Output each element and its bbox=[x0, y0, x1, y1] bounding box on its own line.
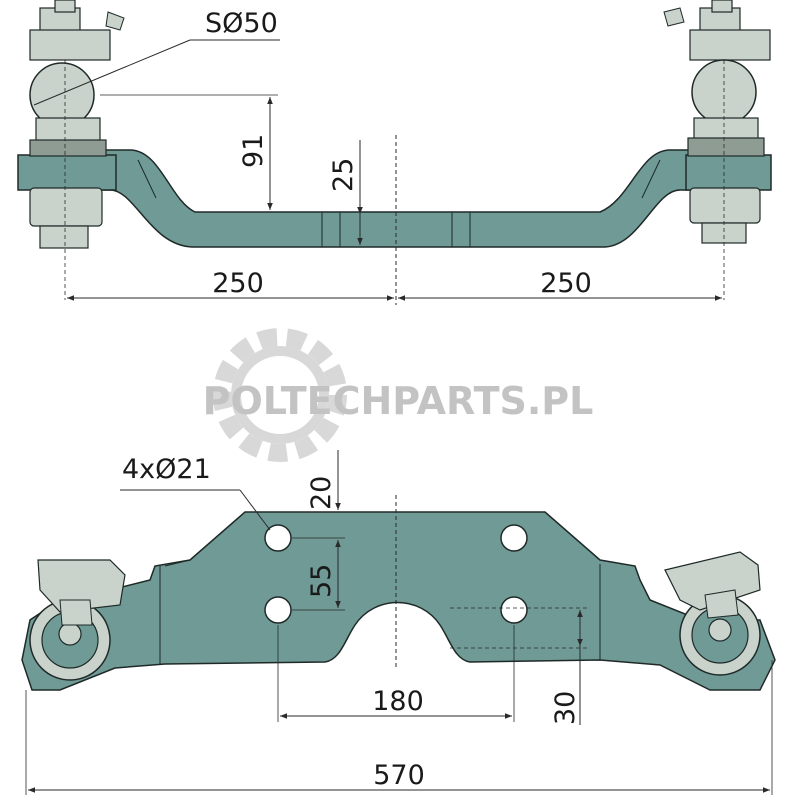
mount-hole bbox=[264, 596, 292, 624]
top-view: SØ50 91 25 250 250 bbox=[17, 0, 772, 305]
height-dimension: 91 bbox=[238, 134, 269, 168]
watermark-text: POLTECHPARTS.PL bbox=[203, 379, 594, 423]
horizontal-hole-spacing-dimension: 180 bbox=[372, 686, 424, 717]
right-span-dimension: 250 bbox=[540, 268, 592, 299]
mount-hole bbox=[500, 596, 528, 624]
holes-label: 4xØ21 bbox=[122, 454, 211, 485]
crank-bar bbox=[99, 149, 701, 248]
right-eye-joint bbox=[664, 551, 761, 676]
overall-length-dimension: 570 bbox=[373, 760, 425, 791]
watermark: POLTECHPARTS.PL bbox=[203, 328, 594, 462]
left-span-dimension: 250 bbox=[212, 268, 264, 299]
left-eye-joint bbox=[29, 559, 126, 681]
top-offset-dimension: 20 bbox=[306, 476, 337, 510]
ball-diameter-label: SØ50 bbox=[205, 8, 278, 39]
left-ball-joint bbox=[17, 0, 125, 249]
thickness-dimension: 25 bbox=[328, 158, 359, 192]
gear-icon bbox=[213, 328, 347, 462]
mount-hole bbox=[500, 524, 528, 552]
vertical-hole-spacing-dimension: 55 bbox=[306, 564, 337, 598]
mount-hole bbox=[264, 524, 292, 552]
mounting-plate bbox=[21, 511, 776, 691]
right-ball-joint bbox=[663, 0, 772, 244]
right-offset-dimension: 30 bbox=[550, 691, 581, 725]
bottom-view: 4xØ21 20 55 180 30 570 bbox=[21, 450, 776, 795]
